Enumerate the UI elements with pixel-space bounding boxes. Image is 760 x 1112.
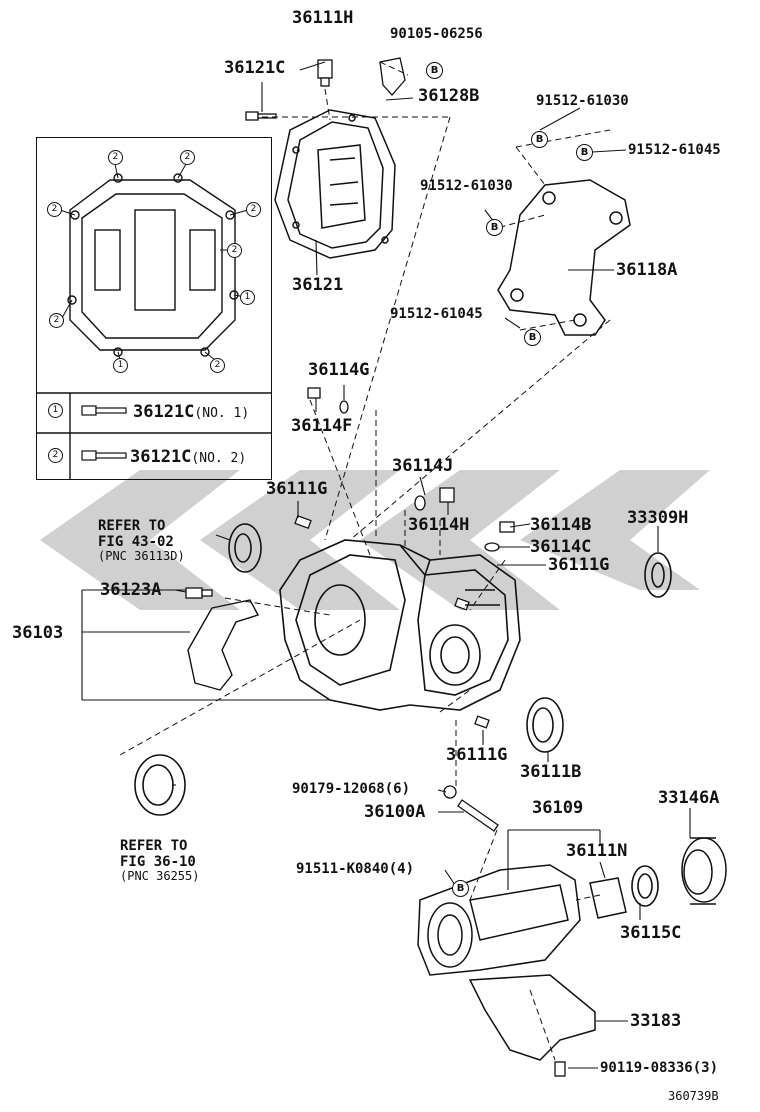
sleeve-and-adapter xyxy=(589,837,727,919)
refer-note-2-line1: REFER TO xyxy=(120,838,188,854)
label-36109: 36109 xyxy=(532,798,584,818)
refer-note-1: REFER TO FIG 43-02 (PNC 36113D) xyxy=(98,518,185,564)
label-91512-61045-top: 91512-61045 xyxy=(628,142,721,158)
plate-36128B xyxy=(379,57,406,96)
label-36111B: 36111B xyxy=(520,762,582,782)
refer-note-2-line3: (PNC 36255) xyxy=(120,869,200,884)
bolt-marker-b: B xyxy=(426,62,443,79)
bolt-marker-b: B xyxy=(524,329,541,346)
label-36111G-c: 36111G xyxy=(446,745,508,765)
label-36118A: 36118A xyxy=(616,260,678,280)
dashed-guides xyxy=(119,61,611,1061)
bolt-marker-b: B xyxy=(576,144,593,161)
refer-note-2-line2: FIG 36-10 xyxy=(120,854,196,871)
extension-housing-36121 xyxy=(274,109,396,259)
inset-callout-2: 2 xyxy=(108,150,123,165)
label-36128B: 36128B xyxy=(418,86,480,106)
bolt-marker-b: B xyxy=(452,880,469,897)
refer-note-2: REFER TO FIG 36-10 (PNC 36255) xyxy=(120,838,199,884)
label-36121: 36121 xyxy=(292,275,344,295)
oil-seals xyxy=(134,523,672,907)
label-36111G-b: 36111G xyxy=(548,555,610,575)
inset-callout-2: 2 xyxy=(47,202,62,217)
legend-row-2: 36121C(NO. 2) xyxy=(130,447,246,467)
label-36114C: 36114C xyxy=(530,537,592,557)
label-36111H: 36111H xyxy=(292,8,354,28)
bolt-marker-b: B xyxy=(486,219,503,236)
legend-num-2: 2 xyxy=(48,448,63,463)
legend-bolt-icons xyxy=(81,405,127,461)
inset-callout-1: 1 xyxy=(240,290,255,305)
legend-suffix-2: (NO. 2) xyxy=(191,451,247,466)
label-36100A: 36100A xyxy=(364,802,426,822)
legend-suffix-1: (NO. 1) xyxy=(194,406,250,421)
legend-num-1: 1 xyxy=(48,403,63,418)
label-36123A: 36123A xyxy=(100,580,162,600)
inset-callout-1: 1 xyxy=(113,358,128,373)
label-90119-08336: 90119-08336(3) xyxy=(600,1060,719,1076)
label-33146A: 33146A xyxy=(658,788,720,808)
label-91512-61030-top: 91512-61030 xyxy=(536,93,629,109)
label-36114J: 36114J xyxy=(392,456,454,476)
bolt-marker-b: B xyxy=(531,131,548,148)
label-33309H: 33309H xyxy=(627,508,689,528)
label-90179-12068: 90179-12068(6) xyxy=(292,781,411,797)
small-fittings xyxy=(185,59,566,1077)
inset-cover-drawing xyxy=(37,173,271,480)
stud-36100A xyxy=(457,799,499,832)
inset-callout-2: 2 xyxy=(227,243,242,258)
cover-33183 xyxy=(468,974,596,1061)
label-36103: 36103 xyxy=(12,623,64,643)
label-90105-06256: 90105-06256 xyxy=(390,26,483,42)
inset-callout-2: 2 xyxy=(180,150,195,165)
legend-row-1: 36121C(NO. 1) xyxy=(133,402,249,422)
shim-36123A xyxy=(187,599,260,691)
label-36121C: 36121C xyxy=(224,58,286,78)
inset-detail-box xyxy=(36,137,272,480)
refer-note-1-line3: (PNC 36113D) xyxy=(98,549,185,564)
transfer-case-36103 xyxy=(279,539,521,711)
leader-lines xyxy=(81,61,691,1069)
label-36111G-a: 36111G xyxy=(266,479,328,499)
label-36115C: 36115C xyxy=(620,923,682,943)
watermark-logo xyxy=(40,470,710,610)
inset-callout-2: 2 xyxy=(49,313,64,328)
extension-36109 xyxy=(417,864,581,976)
diagram-id: 360739B xyxy=(668,1089,719,1103)
inset-callout-2: 2 xyxy=(210,358,225,373)
label-36114G: 36114G xyxy=(308,360,370,380)
label-36111N: 36111N xyxy=(566,841,628,861)
label-91512-61030-mid: 91512-61030 xyxy=(420,178,513,194)
label-91511-K0840: 91511-K0840(4) xyxy=(296,861,415,877)
legend-part-2: 36121C xyxy=(130,447,192,467)
bracket-36118A xyxy=(497,179,631,336)
label-33183: 33183 xyxy=(630,1011,682,1031)
label-36114B: 36114B xyxy=(530,515,592,535)
refer-note-1-line1: REFER TO xyxy=(98,518,166,534)
label-91512-61045-bot: 91512-61045 xyxy=(390,306,483,322)
inset-callout-2: 2 xyxy=(246,202,261,217)
label-36114F: 36114F xyxy=(291,416,353,436)
label-36114H: 36114H xyxy=(408,515,470,535)
legend-part-1: 36121C xyxy=(133,402,195,422)
refer-note-1-line2: FIG 43-02 xyxy=(98,534,174,551)
